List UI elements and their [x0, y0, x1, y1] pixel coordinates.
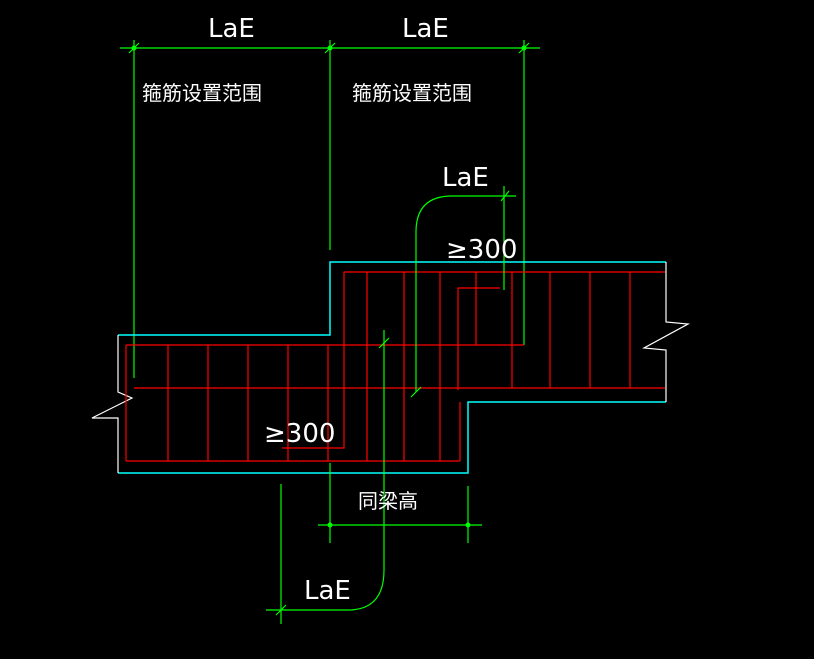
dot-middle [327, 45, 333, 51]
lae-label-top-right: LaE [402, 14, 449, 44]
upper-lae-dimension [410, 186, 516, 398]
upper-hook-tick-bottom [410, 386, 422, 398]
same-beam-height-dimension [318, 463, 482, 543]
ge300-label-lower: ≥300 [264, 419, 335, 449]
same-beam-height-dots [327, 522, 471, 528]
rebar [125, 271, 665, 462]
beam-top-edge [118, 261, 666, 336]
ge300-label-upper: ≥300 [446, 235, 517, 265]
break-line-right [641, 262, 691, 402]
lower-hook-leader [266, 330, 385, 611]
sbh-dot-right [465, 522, 471, 528]
sbh-dot-left [327, 522, 333, 528]
upper-anchor-bar [282, 272, 345, 449]
stirrup-zone-label-right: 箍筋设置范围 [352, 81, 472, 105]
dot-right [521, 45, 527, 51]
break-lines [91, 262, 691, 473]
upper-hook-leader [415, 195, 516, 392]
beam-bottom-edge [118, 401, 666, 474]
upper-hook-tick-top [500, 190, 510, 202]
lower-lae-dimension [266, 330, 390, 624]
stirrup-zone-label-left: 箍筋设置范围 [142, 81, 262, 105]
same-beam-height-label: 同梁高 [358, 489, 418, 513]
break-line-left [91, 335, 134, 473]
lower-hook-tick-top [378, 337, 390, 349]
upper-hook-bar [457, 287, 500, 390]
dot-left [131, 45, 137, 51]
lae-label-upper-hook: LaE [442, 163, 489, 193]
concrete-outline [118, 261, 666, 474]
lae-label-lower-hook: LaE [304, 576, 351, 606]
top-dimension-dots [131, 45, 527, 51]
lae-label-top-left: LaE [208, 14, 255, 44]
